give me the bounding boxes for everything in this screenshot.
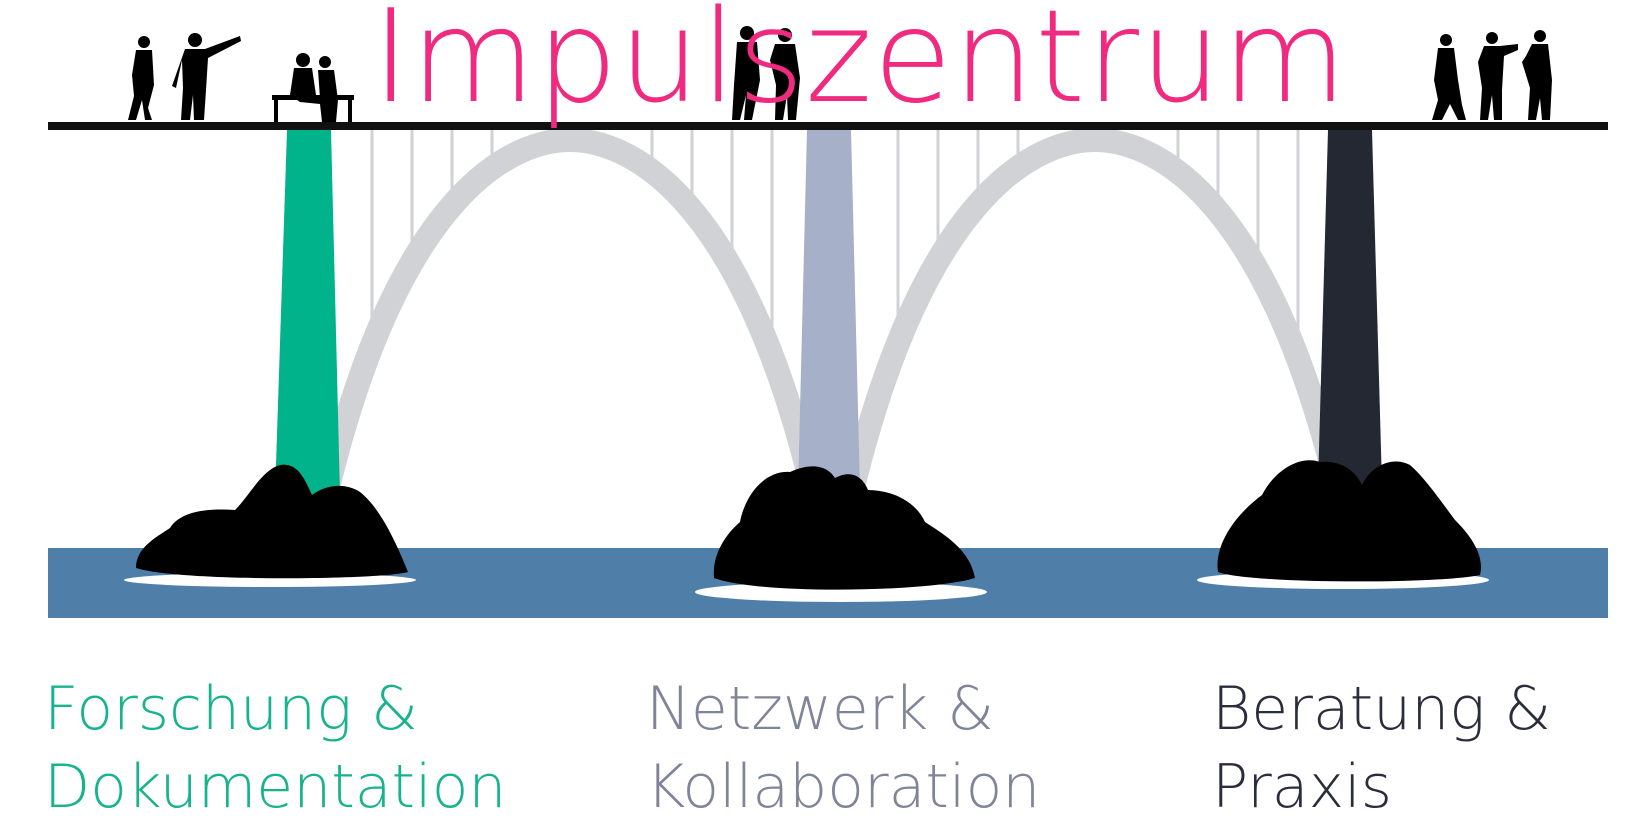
bridge-deck bbox=[48, 122, 1608, 130]
pillar-forschung bbox=[275, 130, 340, 495]
pillar-label-forschung: Forschung & Dokumentation bbox=[44, 670, 506, 826]
arch-left bbox=[313, 127, 827, 503]
pillar-label-line1: Forschung & bbox=[44, 674, 418, 744]
pillar-label-line2: Praxis bbox=[1212, 752, 1392, 822]
pillar-label-line1: Beratung & bbox=[1212, 674, 1552, 744]
pillar-label-line2: Kollaboration bbox=[646, 752, 1041, 822]
pillar-label-beratung: Beratung & Praxis bbox=[1212, 670, 1551, 826]
page-title: Impulszentrum bbox=[372, 0, 1348, 132]
pillar-label-line1: Netzwerk & bbox=[646, 674, 995, 744]
pillar-netzwerk bbox=[798, 130, 860, 490]
pillar-beratung bbox=[1318, 130, 1382, 485]
arch-right bbox=[838, 127, 1352, 503]
people-silhouettes-icon bbox=[128, 26, 1552, 122]
pillar-label-netzwerk: Netzwerk & Kollaboration bbox=[646, 670, 1040, 826]
pillar-label-line2: Dokumentation bbox=[44, 752, 507, 822]
hangers-left bbox=[370, 130, 774, 330]
rock-icon bbox=[136, 460, 1481, 590]
